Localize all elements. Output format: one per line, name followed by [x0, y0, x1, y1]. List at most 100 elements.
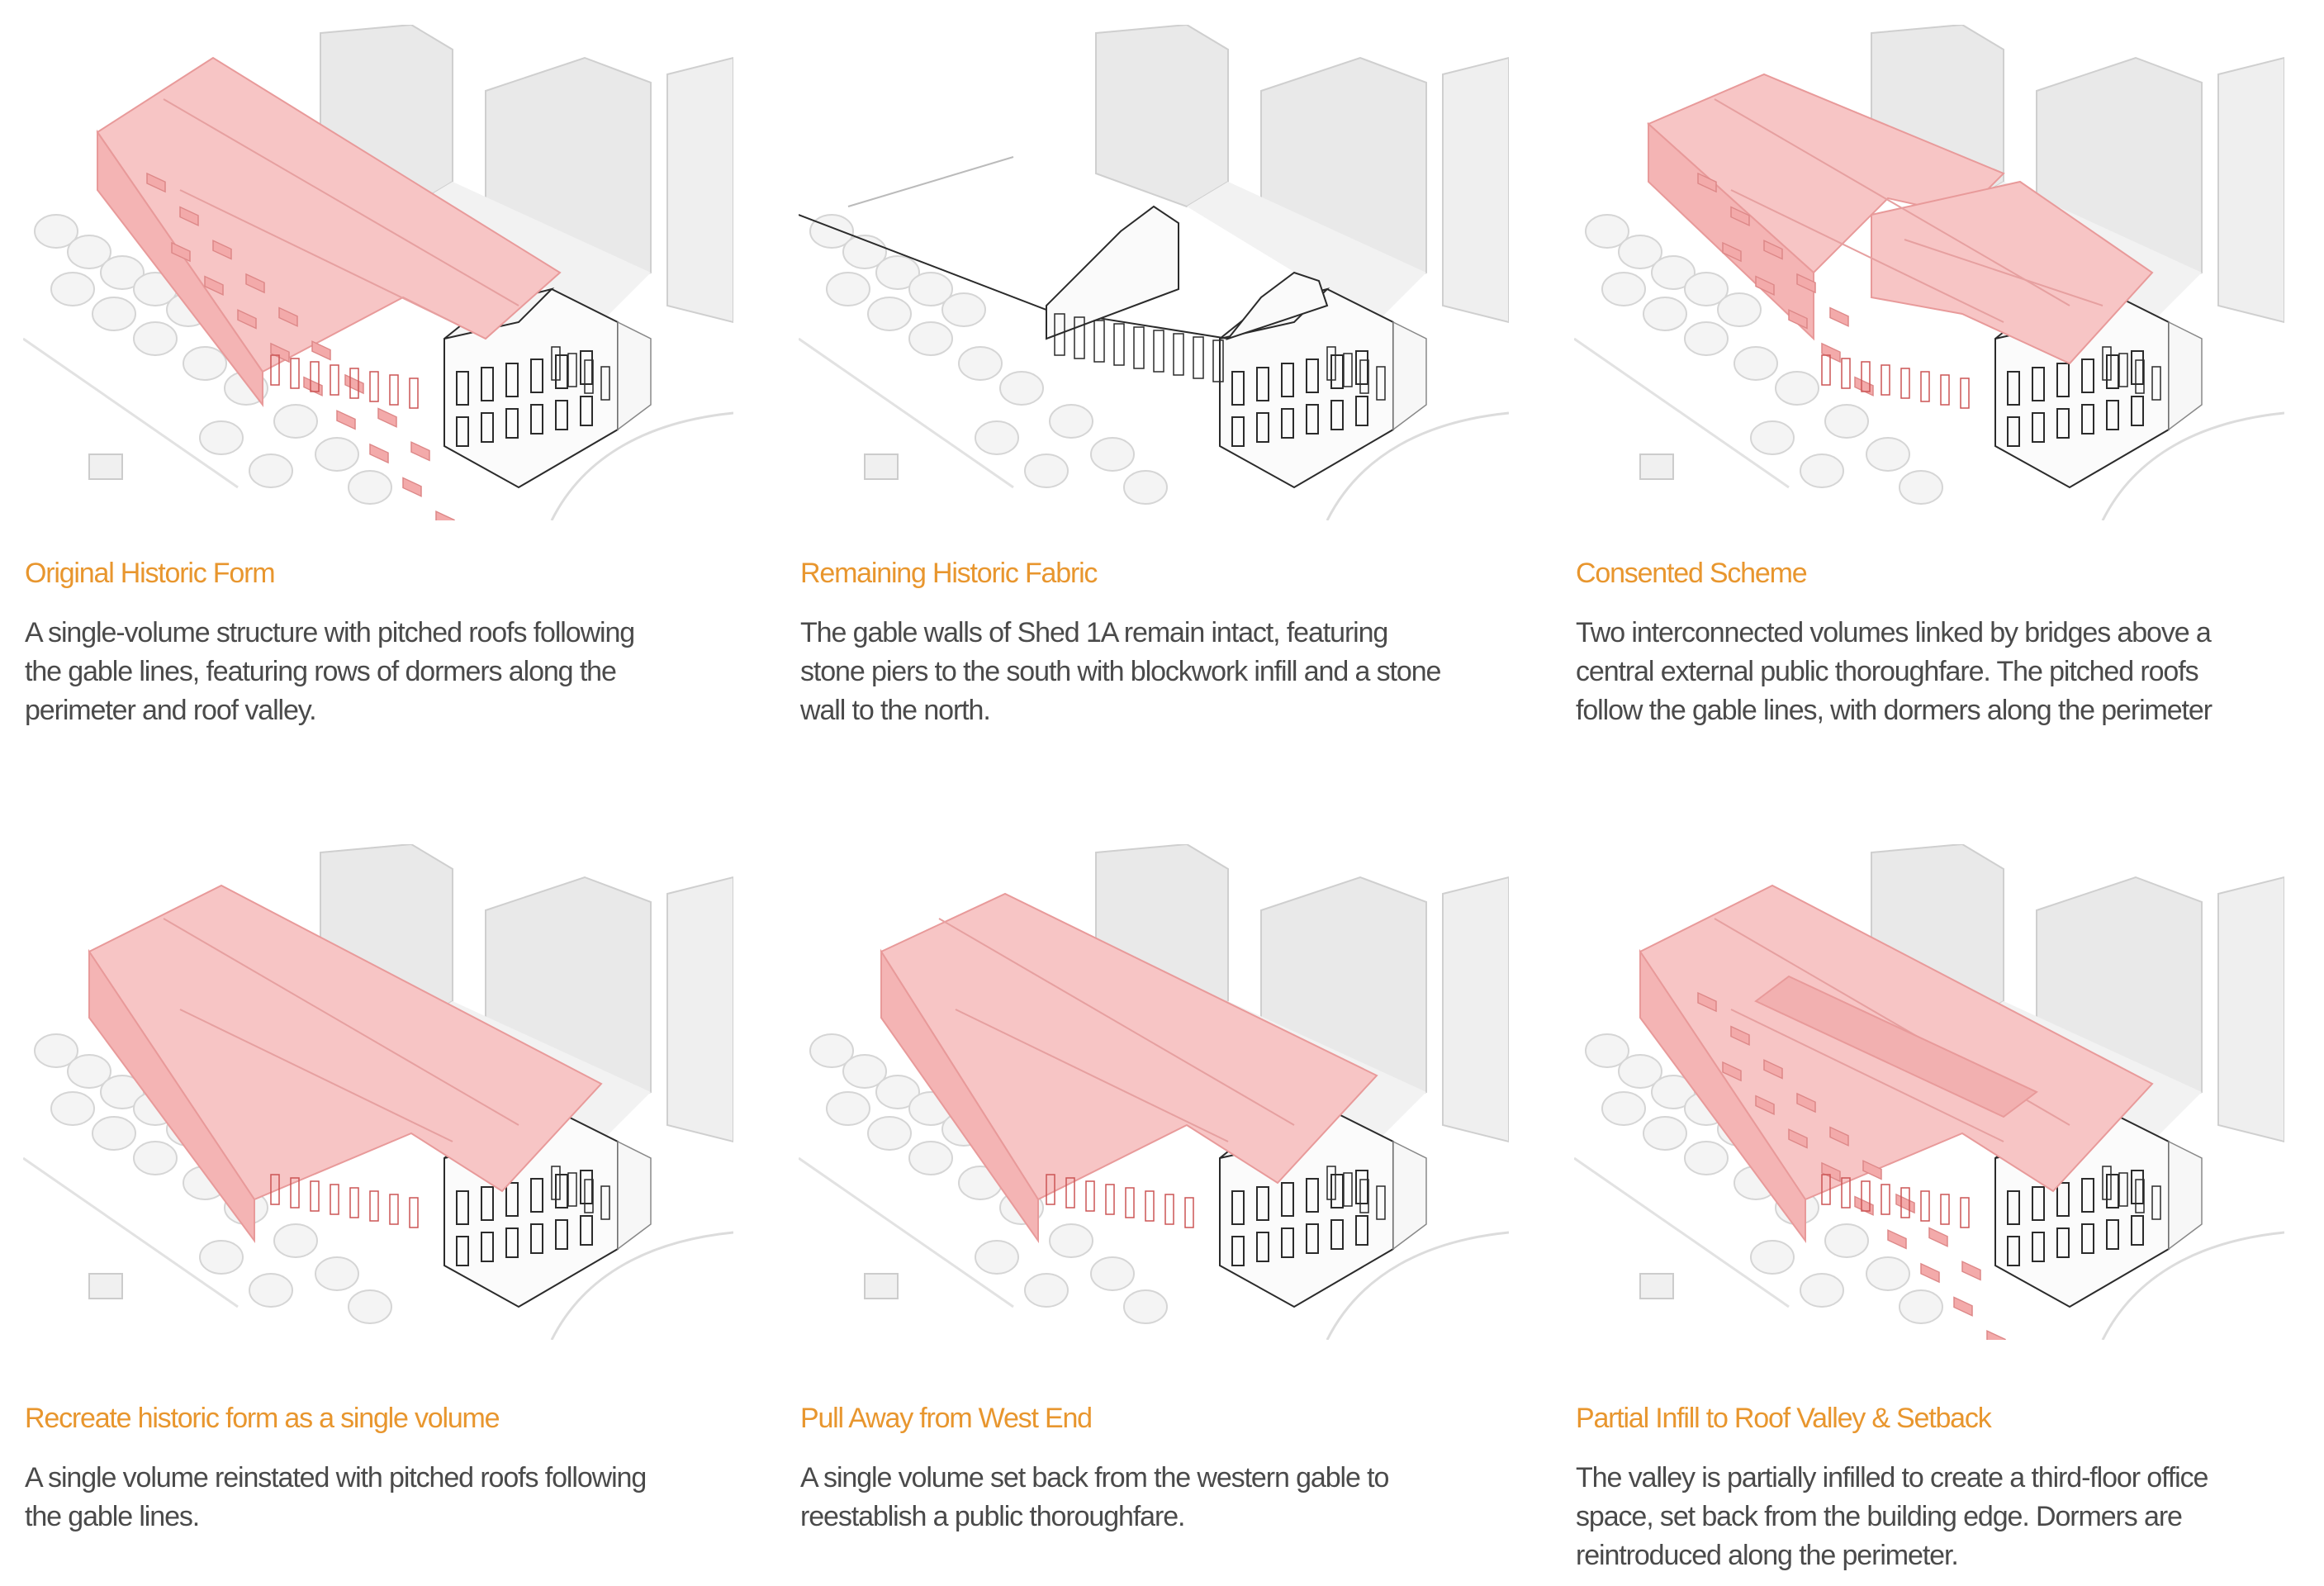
dormer — [278, 306, 298, 327]
window — [2131, 350, 2144, 385]
tree — [867, 297, 912, 331]
window — [1306, 1178, 1319, 1213]
tree — [199, 1240, 244, 1275]
pier — [1153, 330, 1164, 373]
dormer — [311, 340, 331, 361]
window — [530, 1223, 543, 1254]
window — [551, 1166, 561, 1200]
dormer — [179, 206, 199, 226]
tree — [1585, 1033, 1629, 1068]
arch-window — [330, 364, 339, 396]
arch-window — [1900, 1187, 1910, 1218]
window — [2151, 366, 2161, 401]
dormer — [245, 273, 265, 294]
panel-title: Partial Infill to Roof Valley & Setback — [1576, 1403, 1992, 1434]
valley-line — [1730, 189, 2004, 323]
window — [456, 371, 469, 406]
desc-line: The gable walls of Shed 1A remain intact… — [800, 617, 1388, 648]
axonometric-svg — [1574, 844, 2284, 1340]
window — [2056, 408, 2070, 439]
axonometric-drawing — [1574, 844, 2284, 1340]
tree — [348, 470, 392, 505]
window — [2135, 1179, 2145, 1213]
tree — [1090, 1256, 1135, 1291]
valley-line — [1730, 1009, 2004, 1142]
window — [2081, 1178, 2094, 1213]
tree — [67, 235, 111, 269]
panel-description: Two interconnected volumes linked by bri… — [1576, 614, 2286, 730]
tree — [1585, 214, 1629, 249]
tree — [92, 1116, 136, 1151]
tree — [999, 371, 1044, 406]
desc-line: the gable lines, featuring rows of dorme… — [25, 656, 617, 687]
window — [1330, 1174, 1344, 1208]
tree — [315, 1256, 359, 1291]
window — [584, 1179, 594, 1213]
road-line — [799, 1156, 1014, 1308]
panel-description: A single volume set back from the wester… — [800, 1459, 1511, 1536]
window — [551, 346, 561, 381]
pier — [1173, 333, 1184, 376]
axonometric-svg — [799, 25, 1509, 520]
valley-infill — [1754, 975, 2038, 1118]
window — [1281, 1182, 1294, 1217]
desc-line: A single volume set back from the wester… — [800, 1462, 1389, 1493]
dormer — [336, 410, 356, 430]
window — [2081, 404, 2094, 434]
dormer — [204, 275, 224, 296]
panel-title: Original Historic Form — [25, 558, 276, 589]
tree — [809, 1033, 854, 1068]
tree — [1824, 404, 1869, 439]
window — [2106, 1219, 2119, 1250]
window — [1306, 359, 1319, 393]
arch-window — [1861, 1180, 1871, 1212]
window — [1355, 1215, 1368, 1246]
window — [1231, 1236, 1245, 1266]
context-building — [2217, 56, 2284, 324]
dormer — [1920, 1262, 1940, 1284]
tree — [1684, 321, 1729, 356]
window — [2081, 359, 2094, 393]
pier — [1054, 313, 1065, 356]
dormer — [1821, 1161, 1841, 1183]
arch-window — [1940, 374, 1950, 406]
window — [1281, 1227, 1294, 1258]
context-building — [1095, 25, 1229, 208]
arch-window — [290, 358, 300, 389]
window — [1281, 363, 1294, 397]
window — [1256, 412, 1269, 443]
window — [2056, 1227, 2070, 1258]
road-line — [1574, 1156, 1790, 1308]
arch-window — [349, 1187, 359, 1218]
window — [1231, 1190, 1245, 1225]
gate — [617, 1140, 652, 1251]
dormer — [1953, 1296, 1973, 1317]
arch-window — [270, 1174, 280, 1205]
window — [505, 408, 519, 439]
arch-window — [1105, 1184, 1115, 1215]
arch-window — [409, 378, 419, 409]
road-line — [23, 337, 239, 489]
window — [2118, 1172, 2128, 1207]
tree — [199, 420, 244, 455]
road-line — [550, 411, 733, 520]
gate — [617, 321, 652, 431]
axonometric-drawing — [799, 25, 1509, 520]
ridge-line — [163, 918, 519, 1126]
tree — [1734, 346, 1778, 381]
pier — [1133, 326, 1145, 369]
desc-line: wall to the north. — [800, 695, 991, 726]
context-building — [2217, 876, 2284, 1143]
window — [567, 353, 577, 387]
dormer — [1796, 1092, 1816, 1114]
dormer — [146, 172, 166, 193]
arch-window — [1881, 364, 1890, 396]
context-building — [666, 876, 733, 1143]
window — [530, 359, 543, 393]
tree — [1800, 1273, 1844, 1308]
gate — [1392, 1140, 1427, 1251]
tree — [1866, 1256, 1910, 1291]
tree — [958, 346, 1003, 381]
arch-window — [1184, 1197, 1194, 1228]
dormer — [435, 510, 455, 520]
